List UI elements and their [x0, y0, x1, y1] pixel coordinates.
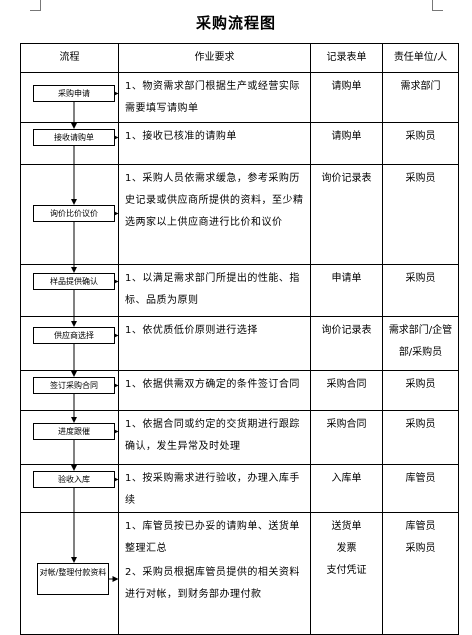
record-form-name: 询价记录表: [321, 325, 372, 336]
requirement-cell: 1、接收已核准的请购单: [118, 122, 311, 165]
record-form-name: 请购单: [331, 131, 362, 142]
responsible-party: 采购员: [405, 173, 436, 184]
table-row: 采购申请 1、物资需求部门根据生产或经营实际需要填写请购单 请购单 需求部门: [20, 72, 459, 123]
flow-step-box: 接收请购单: [33, 129, 115, 146]
record-cell: 询价记录表: [310, 164, 383, 265]
record-form-name: 入库单: [331, 473, 362, 484]
requirement-text: 1、物资需求部门根据生产或经营实际需要填写请购单: [125, 81, 300, 114]
table-row: 样品提供确认 1、以满足需求部门所提出的性能、指标、品质为原则 申请单 采购员: [20, 264, 459, 317]
flow-cell: 签订采购合同: [20, 370, 119, 411]
flow-cell: 对帐/整理付款资料: [20, 512, 119, 635]
requirement-cell: 1、按采购需求进行验收，办理入库手续: [118, 464, 311, 513]
record-form-name: 支付凭证: [326, 565, 367, 576]
flow-cell: 样品提供确认: [20, 264, 119, 317]
requirement-text: 1、依优质低价原则进行选择: [125, 325, 258, 336]
flow-cell: 询价比价议价: [20, 164, 119, 265]
table-row: 进度跟催 1、依据合同或约定的交货期进行跟踪确认，发生异常及时处理 采购合同 采购员: [20, 410, 459, 465]
requirement-cell: 1、依优质低价原则进行选择: [118, 316, 311, 371]
table-row: 供应商选择 1、依优质低价原则进行选择 询价记录表 需求部门/企管部/采购员: [20, 316, 459, 371]
responsible-cell: 采购员: [382, 410, 459, 465]
responsible-party: 采购员: [405, 379, 436, 390]
requirement-text: 2、采购员根据库管员提供的相关资料进行对帐，到财务部办理付款: [125, 567, 300, 600]
table-header-row: 流程 作业要求 记录表单 责任单位/人: [20, 43, 459, 73]
requirement-text: 1、采购人员依需求缓急，参考采购历史记录或供应商所提供的资料，至少精选两家以上供…: [125, 173, 304, 228]
responsible-party: 采购员: [405, 419, 436, 430]
flow-step-box: 进度跟催: [33, 423, 115, 440]
header-responsible: 责任单位/人: [382, 43, 459, 73]
responsible-cell: 库管员采购员: [382, 512, 459, 635]
page-corner-mark-left: [30, 0, 41, 11]
record-cell: 申请单: [310, 264, 383, 317]
flow-step-box: 采购申请: [33, 85, 115, 102]
record-cell: 送货单发票支付凭证: [310, 512, 383, 635]
record-form-name: 采购合同: [326, 379, 367, 390]
responsible-party: 库管员: [405, 473, 436, 484]
flow-step-box: 样品提供确认: [33, 273, 115, 290]
record-form-name: 请购单: [331, 81, 362, 92]
flow-cell: 进度跟催: [20, 410, 119, 465]
responsible-party: 采购员: [405, 543, 436, 554]
record-cell: 询价记录表: [310, 316, 383, 371]
responsible-cell: 采购员: [382, 164, 459, 265]
record-form-name: 发票: [336, 543, 357, 554]
record-cell: 入库单: [310, 464, 383, 513]
record-form-name: 送货单: [331, 521, 362, 532]
requirement-cell: 1、依据合同或约定的交货期进行跟踪确认，发生异常及时处理: [118, 410, 311, 465]
flow-cell: 供应商选择: [20, 316, 119, 371]
record-form-name: 采购合同: [326, 419, 367, 430]
responsible-cell: 需求部门/企管部/采购员: [382, 316, 459, 371]
page-corner-mark-right: [432, 0, 443, 11]
requirement-text: 1、以满足需求部门所提出的性能、指标、品质为原则: [125, 273, 300, 306]
flow-cell: 接收请购单: [20, 122, 119, 165]
header-flow: 流程: [20, 43, 119, 73]
responsible-cell: 采购员: [382, 264, 459, 317]
record-form-name: 询价记录表: [321, 173, 372, 184]
requirement-cell: 1、库管员按已办妥的请购单、送货单整理汇总 2、采购员根据库管员提供的相关资料进行…: [118, 512, 311, 635]
flow-cell: 采购申请: [20, 72, 119, 123]
flow-step-box: 询价比价议价: [33, 205, 115, 222]
responsible-party: 采购员: [405, 273, 436, 284]
flow-step-box: 验收入库: [33, 471, 115, 488]
responsible-cell: 需求部门: [382, 72, 459, 123]
procurement-process-table: 流程 作业要求 记录表单 责任单位/人 采购申请 1、物资需求部门根据生产或经营实…: [20, 43, 459, 635]
table-row: 验收入库 1、按采购需求进行验收，办理入库手续 入库单 库管员: [20, 464, 459, 513]
responsible-cell: 库管员: [382, 464, 459, 513]
flow-cell: 验收入库: [20, 464, 119, 513]
record-cell: 请购单: [310, 122, 383, 165]
table-row: 询价比价议价 1、采购人员依需求缓急，参考采购历史记录或供应商所提供的资料，至少精…: [20, 164, 459, 265]
requirement-text: 1、依据供需双方确定的条件签订合同: [125, 379, 300, 390]
responsible-party: 采购员: [405, 131, 436, 142]
header-requirements: 作业要求: [118, 43, 311, 73]
requirement-text: 1、按采购需求进行验收，办理入库手续: [125, 473, 300, 506]
requirement-cell: 1、依据供需双方确定的条件签订合同: [118, 370, 311, 411]
requirement-text: 1、接收已核准的请购单: [125, 131, 237, 142]
responsible-party: 需求部门/企管部/采购员: [388, 325, 453, 358]
requirement-cell: 1、物资需求部门根据生产或经营实际需要填写请购单: [118, 72, 311, 123]
table-row: 签订采购合同 1、依据供需双方确定的条件签订合同 采购合同 采购员: [20, 370, 459, 411]
document-title: 采购流程图: [195, 14, 276, 32]
header-records: 记录表单: [310, 43, 383, 73]
responsible-party: 需求部门: [400, 81, 441, 92]
record-cell: 请购单: [310, 72, 383, 123]
table-row: 对帐/整理付款资料 1、库管员按已办妥的请购单、送货单整理汇总 2、采购员根据库管员…: [20, 512, 459, 635]
record-cell: 采购合同: [310, 410, 383, 465]
record-cell: 采购合同: [310, 370, 383, 411]
requirement-text: 1、依据合同或约定的交货期进行跟踪确认，发生异常及时处理: [125, 419, 300, 452]
requirement-text: 1、库管员按已办妥的请购单、送货单整理汇总: [125, 521, 300, 554]
responsible-cell: 采购员: [382, 370, 459, 411]
flow-step-box: 签订采购合同: [33, 377, 115, 394]
record-form-name: 申请单: [331, 273, 362, 284]
responsible-party: 库管员: [405, 521, 436, 532]
requirement-cell: 1、采购人员依需求缓急，参考采购历史记录或供应商所提供的资料，至少精选两家以上供…: [118, 164, 311, 265]
table-row: 接收请购单 1、接收已核准的请购单 请购单 采购员: [20, 122, 459, 165]
requirement-cell: 1、以满足需求部门所提出的性能、指标、品质为原则: [118, 264, 311, 317]
flow-step-box: 供应商选择: [33, 327, 115, 344]
responsible-cell: 采购员: [382, 122, 459, 165]
flow-step-box: 对帐/整理付款资料: [37, 563, 109, 595]
